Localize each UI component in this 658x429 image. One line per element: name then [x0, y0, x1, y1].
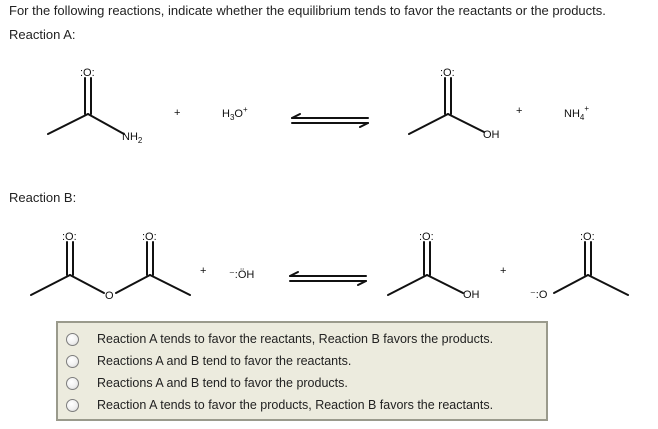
question-prompt: For the following reactions, indicate wh…: [9, 3, 606, 18]
plus-a2: +: [516, 105, 522, 117]
amine-nh2: NH2: [122, 131, 143, 145]
reaction-scheme: :O: NH2 + H3O+ :O: OH + NH4+ :O: :O: O +…: [30, 67, 629, 302]
radio-button-2[interactable]: [66, 354, 79, 368]
option-1-label: Reaction A tends to favor the reactants,…: [97, 332, 494, 346]
answer-options: Reaction A tends to favor the reactants,…: [56, 321, 548, 421]
carbonyl-oxygen-b2: :O:: [142, 231, 157, 243]
acetate-oxygen: ⁻:O: [530, 289, 548, 301]
acetic-acid-structure-a: [408, 77, 485, 135]
acetate-structure: [553, 241, 629, 296]
option-3[interactable]: Reactions A and B tend to favor the prod…: [58, 372, 348, 394]
carbonyl-oxygen-b4: :O:: [580, 231, 595, 243]
hydronium: H3O+: [222, 105, 248, 122]
option-4-label: Reaction A tends to favor the products, …: [97, 398, 494, 412]
option-1[interactable]: Reaction A tends to favor the reactants,…: [58, 328, 493, 350]
acetic-acid-structure-b: [387, 241, 464, 296]
reaction-a-label: Reaction A:: [9, 27, 76, 42]
radio-button-1[interactable]: [66, 332, 79, 346]
option-3-label: Reactions A and B tend to favor the prod…: [97, 376, 348, 390]
carbonyl-oxygen-b1: :O:: [62, 231, 77, 243]
plus-b1: +: [200, 265, 206, 277]
radio-button-4[interactable]: [66, 398, 79, 412]
radio-button-3[interactable]: [66, 376, 79, 390]
acetic-anhydride-structure: [30, 241, 191, 296]
equilibrium-arrow-b: [289, 271, 367, 286]
acetamide-structure: [47, 77, 125, 135]
carbonyl-oxygen-a2: :O:: [440, 67, 455, 79]
carbonyl-oxygen-b3: :O:: [419, 231, 434, 243]
bridge-oxygen: O: [105, 290, 114, 302]
equilibrium-arrow-a: [291, 113, 369, 128]
option-2[interactable]: Reactions A and B tend to favor the reac…: [58, 350, 351, 372]
carbonyl-oxygen-a1: :O:: [80, 67, 95, 79]
plus-a1: +: [174, 107, 180, 119]
option-2-label: Reactions A and B tend to favor the reac…: [97, 354, 352, 368]
hydroxyl-oh-b: OH: [463, 289, 480, 301]
option-4[interactable]: Reaction A tends to favor the products, …: [58, 394, 493, 416]
reaction-b-label: Reaction B:: [9, 190, 77, 205]
hydroxyl-oh-a: OH: [483, 129, 500, 141]
plus-b2: +: [500, 265, 506, 277]
hydroxide: ⁻:ÖH: [229, 269, 254, 281]
ammonium: NH4+: [564, 104, 589, 122]
